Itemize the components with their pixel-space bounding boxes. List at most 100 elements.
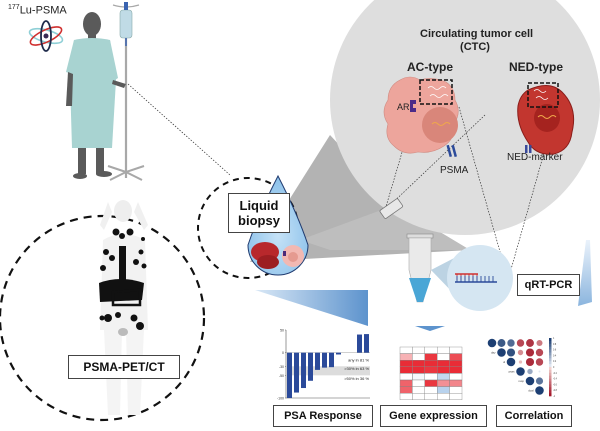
correlation-plot: dayulpsasrespdual10.80.60.40.20-0.2-0.4-… <box>487 338 558 398</box>
ctc-circle <box>330 0 600 235</box>
corr-circle <box>518 360 523 364</box>
heatmap-cell <box>449 386 463 394</box>
colorbar-segment <box>549 352 552 356</box>
psa-bar <box>357 334 362 353</box>
ac-type-cell <box>383 76 459 158</box>
flow-arrow-right <box>578 240 592 306</box>
isotope-number: 177 <box>8 4 20 11</box>
colorbar-segment <box>549 343 552 347</box>
colorbar-tick-label: -1 <box>553 396 556 398</box>
heatmap-cell <box>449 353 463 361</box>
corr-circle <box>516 339 525 347</box>
colorbar-tick-label: -0.8 <box>553 390 558 392</box>
heatmap-cell <box>437 373 450 381</box>
corr-row-label: dual <box>528 389 534 393</box>
heatmap-cell <box>449 360 463 368</box>
liquid-biopsy-line2: biopsy <box>238 213 280 228</box>
colorbar-segment <box>549 393 552 397</box>
heatmap-cell <box>399 379 413 387</box>
psma-label: PSMA <box>440 165 469 176</box>
heatmap-cell <box>437 379 450 387</box>
colorbar-segment <box>549 375 552 379</box>
liquid-biopsy-label: Liquid biopsy <box>228 193 290 233</box>
colorbar-tick-label: 0.8 <box>553 344 557 346</box>
psa-bar <box>308 352 313 381</box>
corr-circle <box>525 357 535 367</box>
heatmap-cell <box>424 353 438 361</box>
band-30-50 <box>287 366 370 376</box>
colorbar-segment <box>549 378 552 382</box>
corr-circle <box>507 339 515 347</box>
heatmap-cell <box>449 393 463 401</box>
psa-bar <box>301 352 306 389</box>
corr-row-label: ul <box>503 360 506 364</box>
corr-circle <box>527 368 533 375</box>
psa-response-label: PSA Response <box>273 405 373 427</box>
corr-circle <box>506 348 516 357</box>
pet-ct-label: PSMA-PET/CT <box>68 355 180 379</box>
colorbar-segment <box>549 355 552 359</box>
colorbar-segment <box>549 361 552 365</box>
corr-circle <box>535 348 544 357</box>
colorbar-segment <box>549 346 552 350</box>
connector-lines <box>127 83 558 281</box>
heatmap-cell <box>399 360 413 368</box>
psa-bar <box>364 334 369 353</box>
corr-circle <box>535 377 544 385</box>
heatmap-cell <box>424 386 438 394</box>
corr-circle <box>535 386 544 395</box>
psma-receptor-icon <box>446 144 458 158</box>
heatmap-cell <box>412 393 425 401</box>
ctc-title-line2: (CTC) <box>460 41 490 53</box>
blood-cells-icon <box>251 242 304 269</box>
colorbar-segment <box>549 369 552 374</box>
correlation-label: Correlation <box>496 405 572 427</box>
heatmap-cell <box>437 366 450 374</box>
colorbar-tick-label: 0.4 <box>553 355 557 357</box>
colorbar-tick-label: 0.2 <box>553 361 557 363</box>
y-tick-label: -50 <box>279 374 284 378</box>
heatmap-cell <box>424 379 438 387</box>
heatmap-cell <box>437 386 450 394</box>
psa-bar <box>329 352 334 368</box>
corr-circle <box>536 339 543 347</box>
sample-tube-icon <box>406 233 434 303</box>
heatmap-cell <box>399 386 413 394</box>
heatmap-cell <box>449 346 463 354</box>
heatmap-cell <box>412 386 425 394</box>
heatmap-cell <box>399 393 413 401</box>
heatmap-cell <box>412 360 425 368</box>
y-tick-label: -100 <box>277 397 284 401</box>
heatmap-cell <box>399 366 413 374</box>
pet-scan-image <box>99 200 148 415</box>
colorbar-segment <box>549 349 552 353</box>
colorbar-tick-label: -0.6 <box>553 384 558 386</box>
corr-row-label: psas <box>509 370 516 374</box>
heatmap-cell <box>437 393 450 401</box>
ar-label: AR <box>397 102 410 112</box>
corr-circle <box>525 376 535 386</box>
colorbar-tick-label: -0.2 <box>553 373 558 375</box>
ned-type-cell <box>517 82 575 155</box>
y-tick-label: -30 <box>279 365 284 369</box>
ned-marker-label: NED-marker <box>507 152 563 163</box>
therapy-name: Lu-PSMA <box>19 4 67 17</box>
corr-circle <box>517 349 524 356</box>
colorbar-segment <box>549 390 552 394</box>
heatmap-cell <box>424 373 438 381</box>
patient-figure <box>66 12 126 179</box>
colorbar-tick-label: 0.6 <box>553 350 557 352</box>
heatmap-cell <box>412 373 425 381</box>
heatmap-cell <box>399 373 413 381</box>
flow-arrow <box>255 290 368 326</box>
psa-bar <box>294 352 299 393</box>
corr-circle <box>526 339 534 347</box>
colorbar-tick-label: -0.4 <box>553 379 558 381</box>
colorbar-segment <box>549 381 552 385</box>
heatmap-cell <box>412 366 425 374</box>
psa-bar <box>322 352 327 368</box>
colorbar-segment <box>549 372 552 376</box>
iv-stand-icon <box>107 2 145 181</box>
